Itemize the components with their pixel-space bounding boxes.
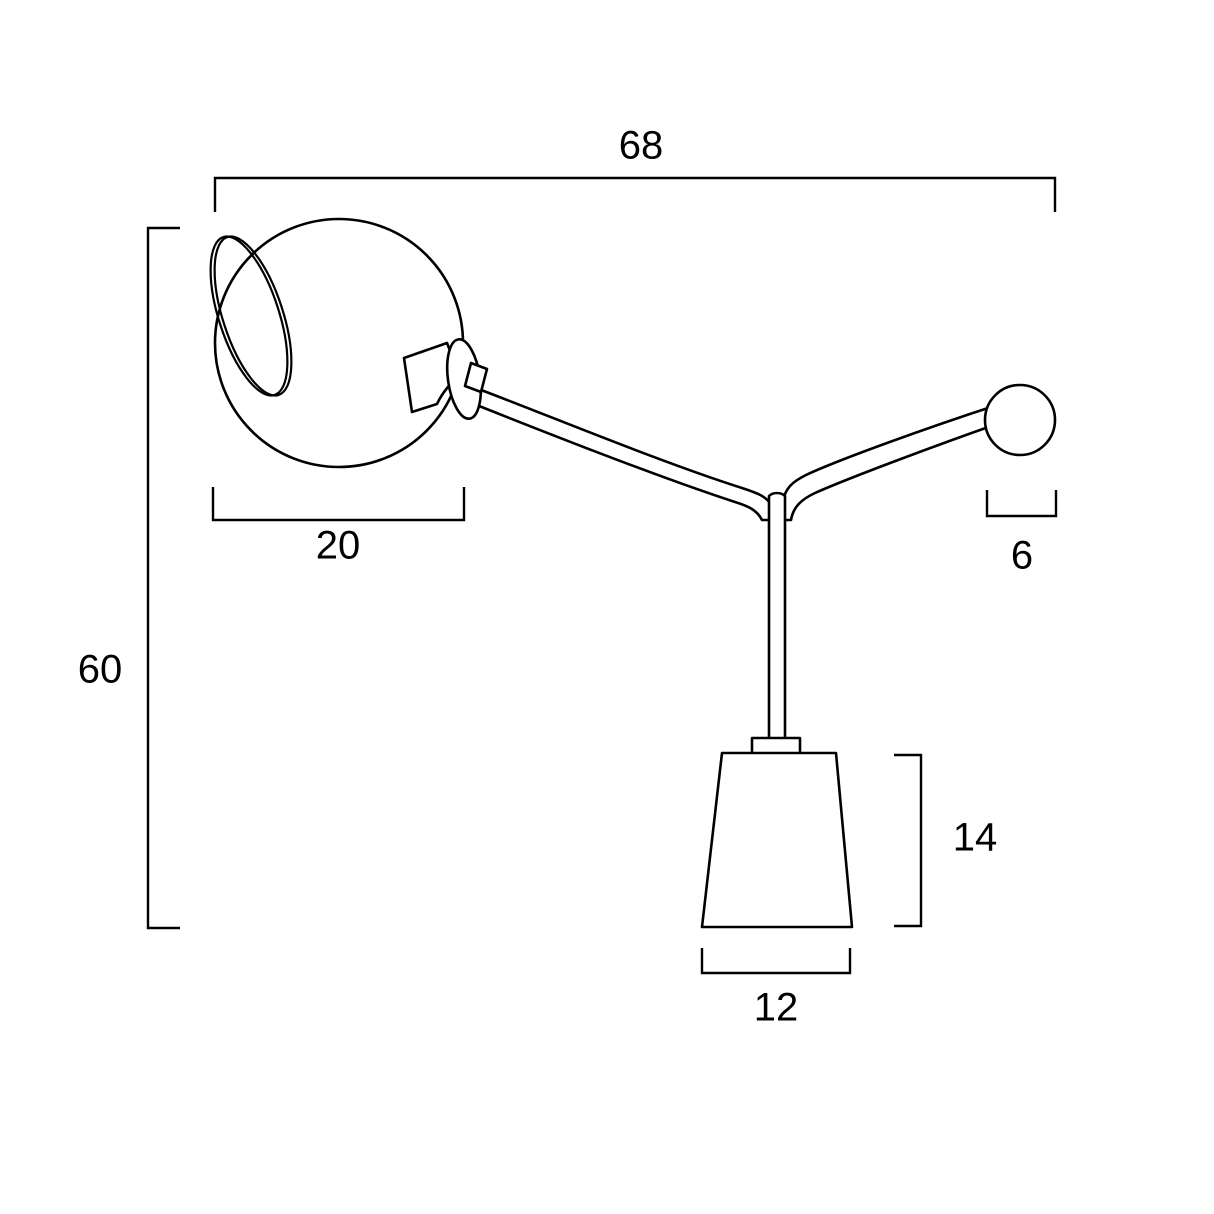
dimension-shade-height: 14 — [894, 753, 998, 928]
dimension-counterweight-diameter: 6 — [985, 490, 1058, 578]
overall-height-dim-line — [146, 226, 180, 930]
globe-diameter-label: 20 — [316, 524, 361, 568]
globe-highlight-inner-ellipse — [213, 235, 293, 397]
socket-collar — [463, 361, 489, 394]
overall-height-label: 60 — [78, 648, 123, 692]
tapered-lampshade — [700, 751, 854, 929]
shade-width-dim-line — [700, 948, 852, 975]
globe-diameter-dim-line — [211, 487, 466, 522]
dimension-shade-width: 12 — [700, 948, 852, 1030]
right-arm-rod — [781, 405, 999, 522]
shade-width-label: 12 — [754, 986, 799, 1030]
left-arm-rod — [472, 388, 772, 522]
overall-width-dim-line — [213, 176, 1057, 212]
shade-height-dim-line — [894, 753, 923, 928]
counterweight-diameter-dim-line — [985, 490, 1058, 518]
dimension-overall-width: 68 — [213, 124, 1057, 212]
vertical-post — [767, 491, 787, 747]
counterweight-diameter-label: 6 — [1011, 534, 1033, 578]
overall-width-label: 68 — [619, 124, 664, 168]
shade-height-label: 14 — [953, 816, 998, 860]
counterweight-ball — [983, 383, 1057, 457]
dimension-overall-height: 60 — [78, 226, 180, 930]
dimension-globe-diameter: 20 — [211, 487, 466, 568]
